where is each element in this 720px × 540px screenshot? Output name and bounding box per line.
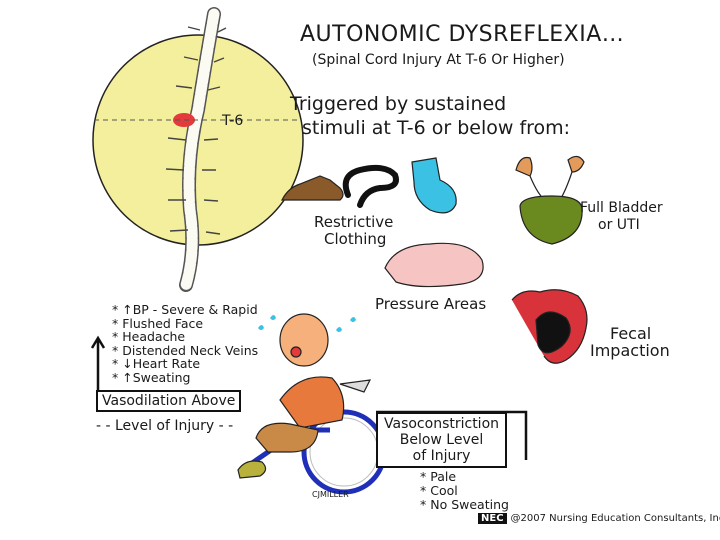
spine-level-label: T-6 — [222, 113, 244, 129]
symptom-item: * Flushed Face — [112, 315, 204, 331]
nec-logo: NEC — [478, 513, 507, 524]
copyright-text: @2007 Nursing Education Consultants, Inc… — [510, 513, 720, 524]
symptom-list: * ↑BP - Severe & Rapid * Flushed Face * … — [112, 303, 258, 384]
symptom-item: * ↑BP - Severe & Rapid — [112, 302, 258, 317]
bladder-label: Full Bladder or UTI — [580, 200, 663, 234]
below-sign-item: * Cool — [420, 483, 458, 498]
below-signs-list: * Pale * Cool * No Sweating — [420, 470, 509, 512]
bladder-icon — [515, 155, 585, 245]
page-subtitle: (Spinal Cord Injury At T-6 Or Higher) — [312, 52, 565, 68]
below-sign-item: * Pale — [420, 469, 457, 484]
intestine-icon — [511, 289, 588, 364]
symptom-item: * Headache — [112, 329, 186, 344]
fecal-label-line: Impaction — [590, 341, 670, 360]
pressure-area-icon — [384, 242, 484, 288]
vasoconstriction-box: Vasoconstriction Below Level of Injury — [376, 412, 508, 468]
artist-signature: CJMILLER — [312, 490, 349, 499]
clothing-label: Restrictive Clothing — [314, 214, 393, 248]
clothing-label-line: Clothing — [324, 230, 387, 248]
symptom-item: * Distended Neck Veins — [112, 342, 259, 358]
clothing-label-line: Restrictive — [314, 213, 394, 231]
level-of-injury-label: - - Level of Injury - - — [96, 418, 234, 434]
vasoconstriction-line: of Injury — [412, 448, 471, 464]
copyright: NEC@2007 Nursing Education Consultants, … — [478, 513, 720, 524]
vasoconstriction-line: Vasoconstriction — [384, 416, 500, 432]
bladder-label-line: or UTI — [598, 217, 640, 233]
fecal-label: Fecal Impaction — [590, 325, 670, 359]
symptom-item: * ↑Sweating — [112, 369, 191, 385]
page-title: AUTONOMIC DYSREFLEXIA… — [300, 22, 625, 47]
sweat-drops — [258, 315, 356, 332]
trigger-heading: Triggered by sustained stimuli at T-6 or… — [290, 92, 570, 140]
wheelchair-person-icon — [237, 313, 387, 495]
symptom-item: * ↓Heart Rate — [112, 356, 201, 371]
trigger-line-2: stimuli at T-6 or below from: — [302, 117, 571, 139]
vasoconstriction-line: Below Level — [399, 432, 484, 448]
pressure-label: Pressure Areas — [375, 295, 487, 313]
spine-icon — [165, 7, 227, 292]
fecal-label-line: Fecal — [610, 324, 652, 343]
shoe-icon — [281, 175, 344, 201]
vasodilation-box: Vasodilation Above — [96, 390, 242, 412]
sock-icon — [411, 157, 457, 214]
bladder-label-line: Full Bladder — [580, 200, 663, 216]
below-sign-item: * No Sweating — [420, 497, 509, 512]
belt-icon — [342, 164, 399, 208]
trigger-line-1: Triggered by sustained — [290, 93, 507, 115]
